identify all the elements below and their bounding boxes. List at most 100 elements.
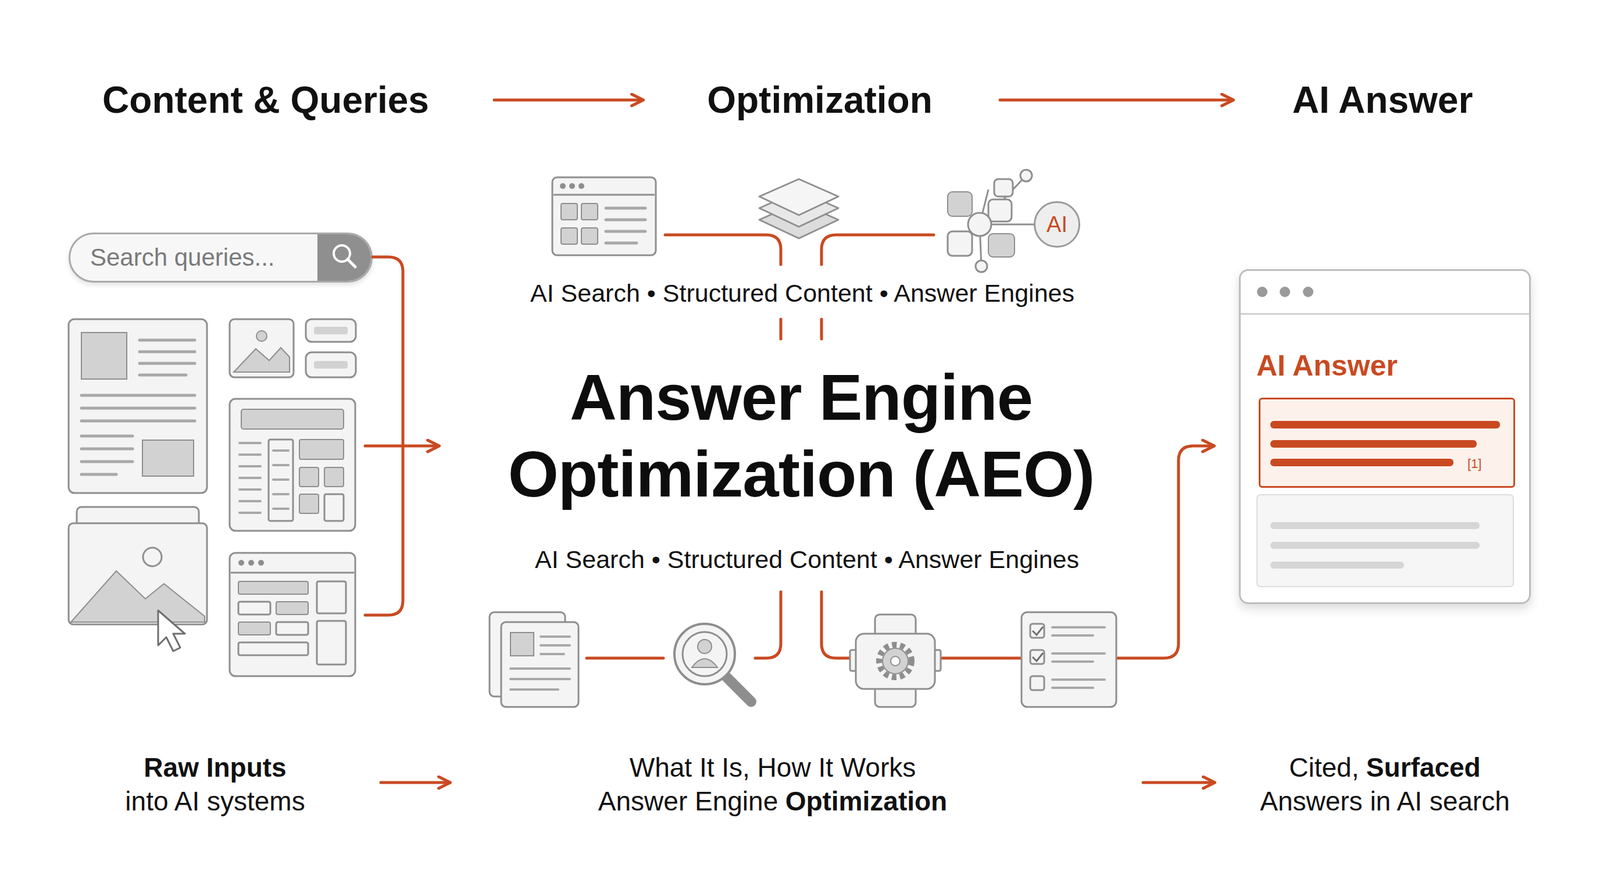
browser-icon xyxy=(553,194,655,196)
layers-icon xyxy=(759,179,839,239)
document-icon xyxy=(81,332,127,380)
browser-icon xyxy=(561,203,578,220)
gear-device-icon xyxy=(850,650,859,671)
magnifier-icon xyxy=(691,658,718,668)
layers-icon xyxy=(759,179,839,216)
gear-device-icon xyxy=(875,614,916,639)
layers-icon xyxy=(759,190,839,227)
pill-icon xyxy=(313,326,348,335)
image-icon xyxy=(233,347,290,373)
window-icon xyxy=(258,559,264,566)
browser-icon xyxy=(561,227,578,245)
layout-icon xyxy=(299,494,319,514)
highlight-box: [1] xyxy=(1258,397,1516,488)
checklist-icon xyxy=(1030,650,1045,664)
stage-heading: Optimization xyxy=(706,78,933,122)
connector-line xyxy=(821,591,852,659)
window-icon xyxy=(238,559,245,566)
window-icon xyxy=(248,559,255,566)
window-icon xyxy=(316,620,346,665)
network-icon xyxy=(988,233,1015,257)
newspaper-icon xyxy=(510,636,570,690)
window-icon xyxy=(276,601,309,615)
magnifier-icon xyxy=(674,623,735,685)
connector-line xyxy=(586,656,664,660)
circle-label: AI xyxy=(1046,212,1068,238)
window-icon xyxy=(229,552,356,677)
layout-icon xyxy=(268,439,294,521)
photo-icon xyxy=(68,506,207,652)
layers-icon xyxy=(759,202,839,239)
gear-device-icon xyxy=(882,648,909,674)
photo-icon xyxy=(76,506,199,615)
footer-text: What It Is, How It Works xyxy=(629,751,916,784)
document-icon xyxy=(81,340,195,475)
flow-arrow xyxy=(1143,781,1214,785)
magnifier-icon xyxy=(674,623,752,702)
footer-text: Answer Engine xyxy=(598,785,778,817)
network-icon xyxy=(947,191,973,217)
connector-line xyxy=(938,656,1021,660)
browser-icon xyxy=(581,203,598,220)
footer-text: into AI systems xyxy=(125,785,305,817)
footer-text: Answers in AI search xyxy=(1259,785,1510,817)
answer-window: AI Answer[1] xyxy=(1238,269,1531,605)
magnifier-icon xyxy=(725,676,752,702)
citation-marker: [1] xyxy=(1467,456,1482,472)
flow-arrow xyxy=(380,100,1232,783)
window-icon xyxy=(238,581,309,595)
stage-heading: Content & Queries xyxy=(102,78,430,122)
network-icon xyxy=(947,169,1035,273)
document-icon xyxy=(68,319,207,494)
footer-text: Cited, xyxy=(1288,751,1359,784)
browser-icon xyxy=(552,177,656,256)
checklist-icon xyxy=(1021,612,1117,707)
text-line: Answer EngineOptimization xyxy=(598,785,948,817)
search-bar: Search queries... xyxy=(68,232,373,283)
text-line: Cited,Surfaced xyxy=(1288,751,1481,784)
footer-text: Surfaced xyxy=(1366,751,1481,784)
connector-line xyxy=(1117,445,1213,659)
layout-icon xyxy=(299,439,344,460)
browser-icon xyxy=(605,208,646,244)
gear-device-icon xyxy=(855,633,935,689)
image-icon xyxy=(229,319,294,378)
window-icon xyxy=(229,552,356,677)
window-icon xyxy=(238,642,309,656)
window-icon xyxy=(230,572,355,574)
browser-icon xyxy=(578,183,585,189)
window-icon xyxy=(316,581,346,614)
connector-line xyxy=(665,234,781,265)
keyword-line: AI Search • Structured Content • Answer … xyxy=(530,279,1075,308)
main-title: Answer Engine Optimization (AEO) xyxy=(423,359,1180,513)
photo-icon xyxy=(68,523,207,625)
magnifier-icon xyxy=(682,631,727,677)
gear-device-icon xyxy=(932,650,941,671)
layout-icon xyxy=(241,409,344,430)
connector-line xyxy=(365,234,1213,659)
keyword-line: AI Search • Structured Content • Answer … xyxy=(534,545,1080,574)
image-icon xyxy=(256,330,267,342)
photo-icon xyxy=(70,570,205,623)
network-icon xyxy=(988,199,1012,222)
layout-icon xyxy=(299,467,319,487)
layout-icon xyxy=(324,467,344,487)
window-icon xyxy=(238,622,271,635)
checklist-icon xyxy=(1052,627,1105,688)
checklist-icon xyxy=(1030,623,1045,638)
browser-icon xyxy=(552,177,656,256)
footer-text: Raw Inputs xyxy=(143,751,287,784)
browser-icon xyxy=(581,227,598,245)
connector-line xyxy=(365,256,403,616)
pill-icon xyxy=(305,319,356,342)
connector-line xyxy=(821,234,934,265)
window-icon xyxy=(238,601,271,615)
pill-icon xyxy=(305,352,356,378)
layout-icon xyxy=(273,450,289,509)
gear-device-icon xyxy=(879,644,912,678)
photo-icon xyxy=(158,610,185,652)
layout-icon xyxy=(239,443,261,513)
flow-arrow xyxy=(494,98,642,102)
search-placeholder: Search queries... xyxy=(90,234,275,281)
gear-device-icon xyxy=(875,683,916,707)
